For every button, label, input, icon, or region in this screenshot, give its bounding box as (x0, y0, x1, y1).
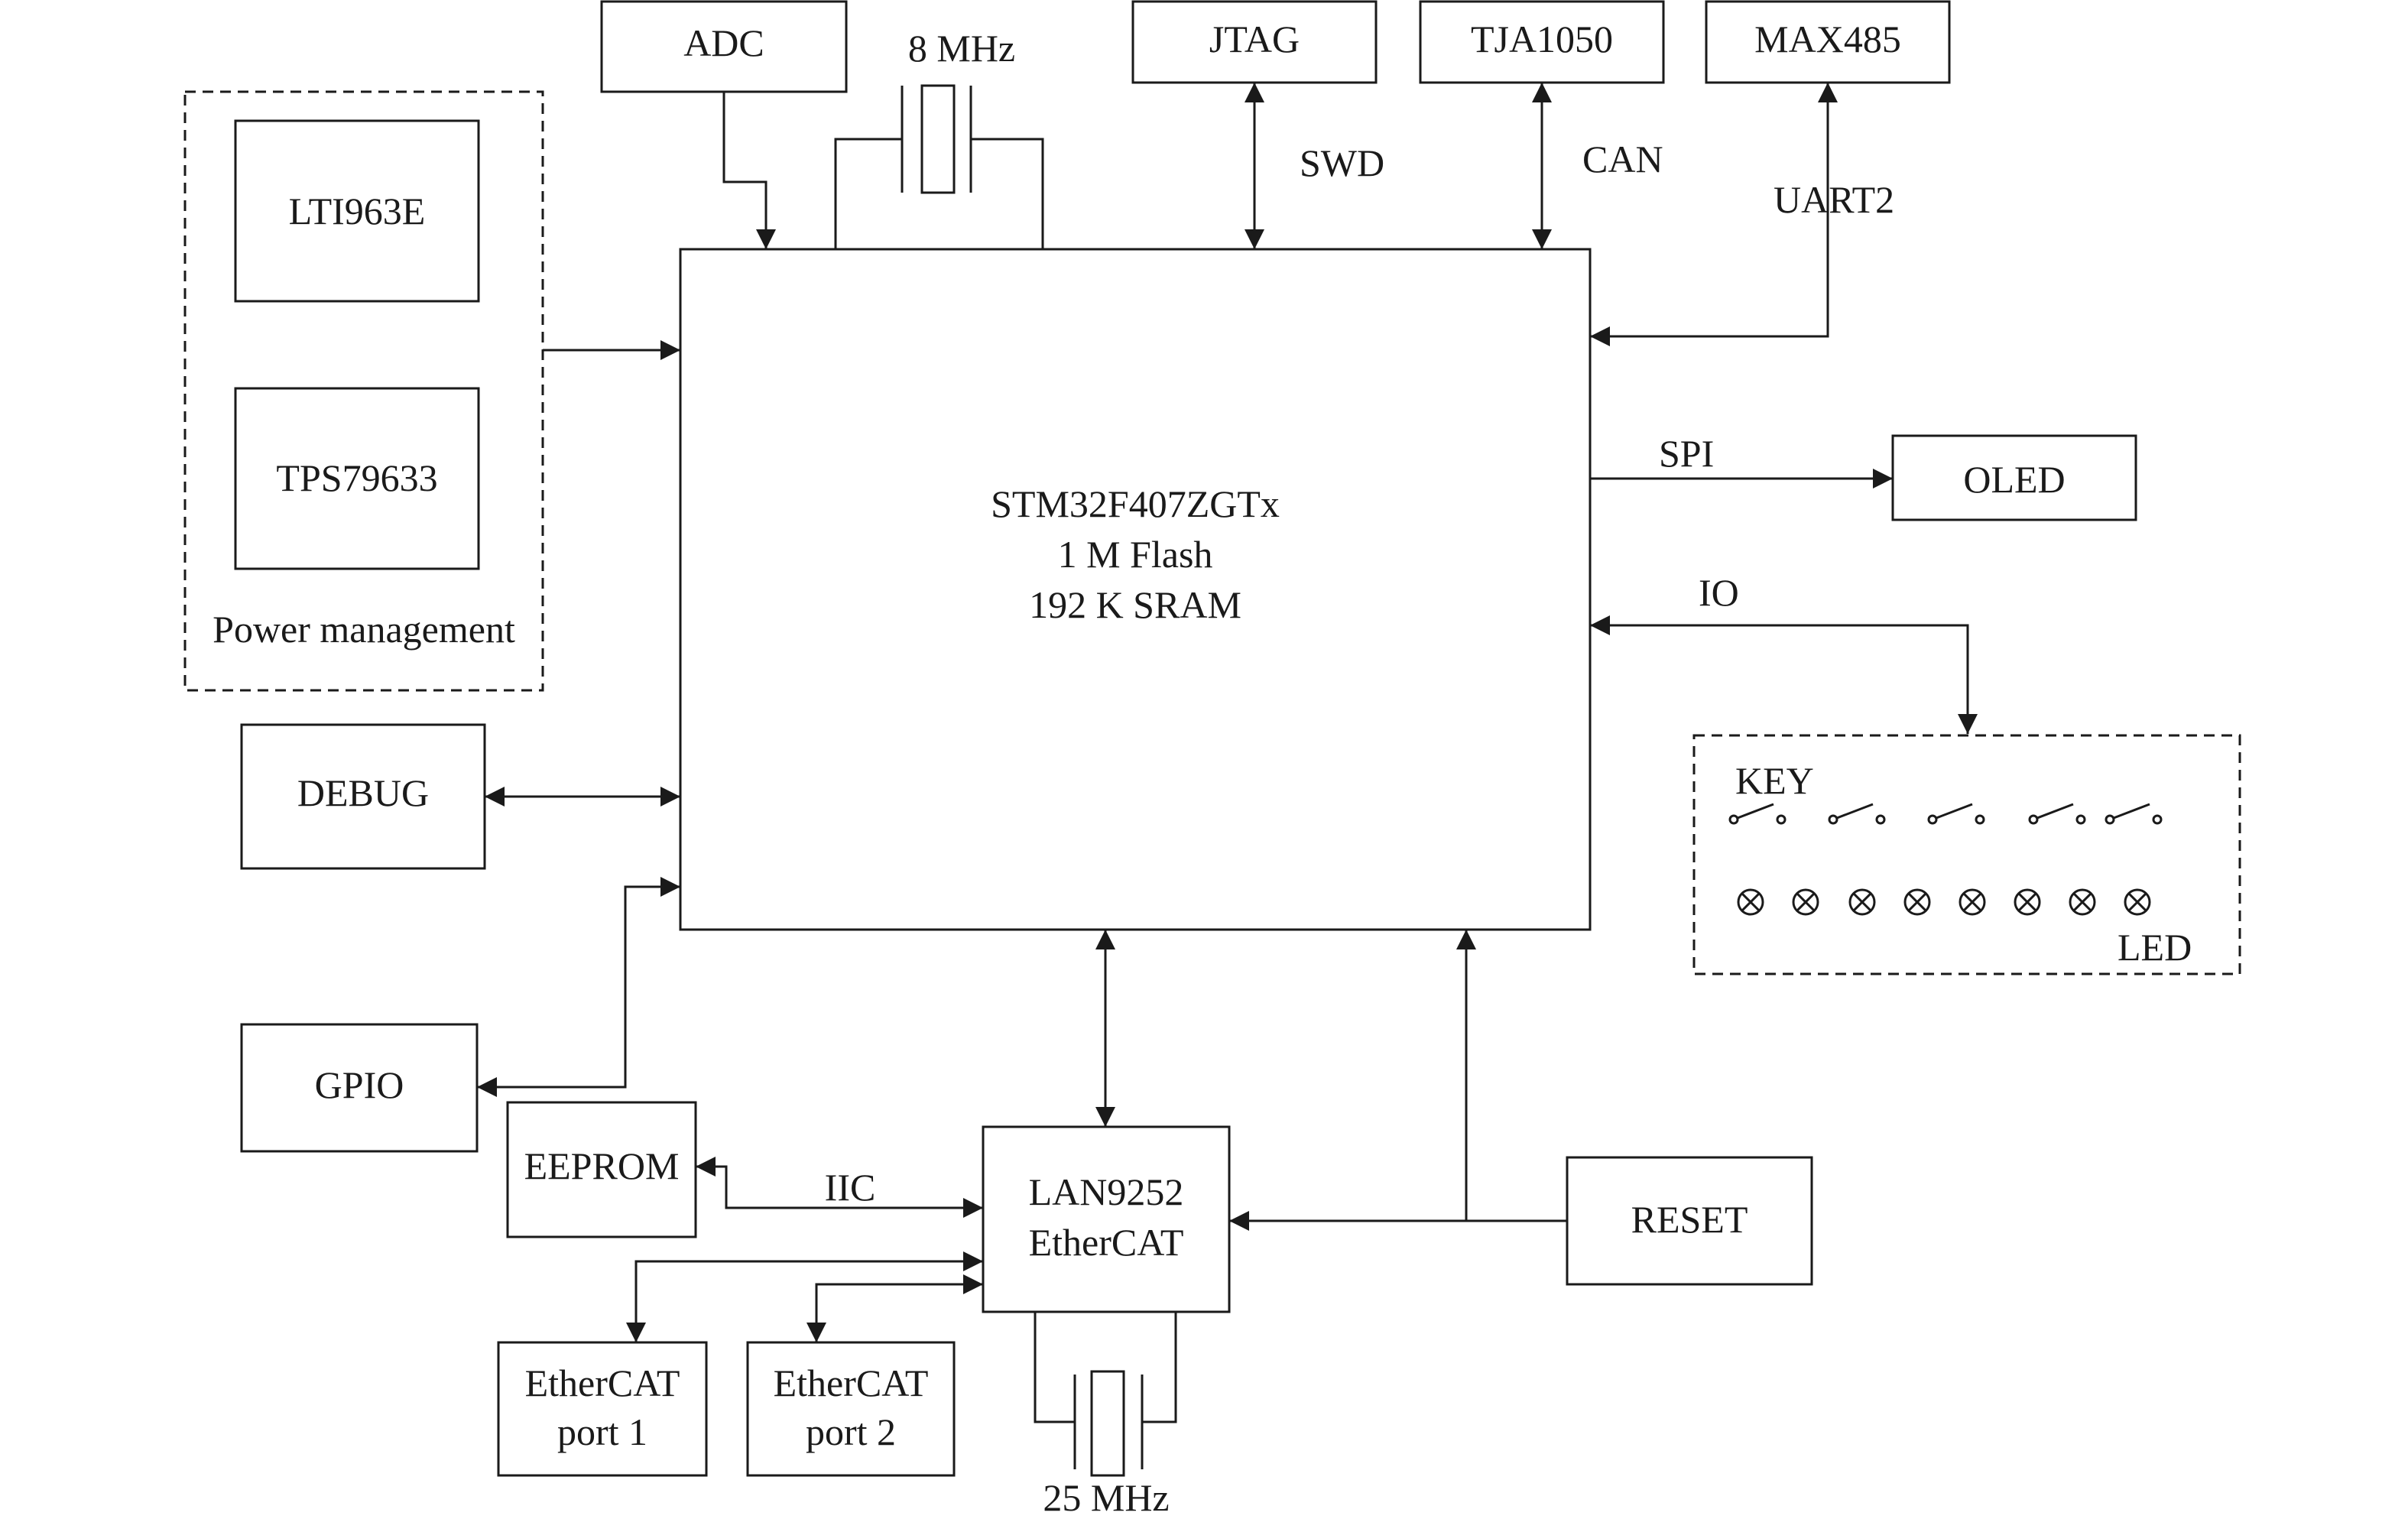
ethercat-port1-box (497, 1341, 708, 1477)
jtag-box (1131, 0, 1378, 84)
led-icon (2124, 888, 2151, 916)
reset-box (1566, 1156, 1813, 1286)
swd-bus-label: SWD (1300, 141, 1384, 184)
lan9252-name: LAN9252 (1029, 1170, 1184, 1213)
ethercat-port2-name: EtherCAT (774, 1362, 929, 1404)
oled-box (1891, 434, 2137, 521)
tps-regulator-label: TPS79633 (276, 456, 437, 499)
can-bus-label: CAN (1582, 138, 1663, 180)
eeprom-label: EEPROM (524, 1144, 680, 1187)
port2-link (806, 1274, 983, 1342)
max485-box (1705, 0, 1951, 84)
debug-label: DEBUG (297, 771, 429, 814)
gpio-box (240, 1023, 479, 1153)
iic-bus-label: IIC (825, 1166, 876, 1209)
ethercat-port2-number: port 2 (806, 1410, 896, 1453)
power-management-group (183, 90, 544, 692)
max485-label: MAX485 (1754, 18, 1901, 60)
lan9252-type: EtherCAT (1029, 1221, 1184, 1264)
led-icon (2069, 888, 2096, 916)
crystal-25mhz-label: 25 MHz (1043, 1476, 1169, 1519)
key-switch-icon (1728, 803, 1787, 825)
led-icon (2014, 888, 2041, 916)
led-icon (1959, 888, 1986, 916)
tps-regulator-box (234, 387, 480, 570)
tja1050-box (1419, 0, 1665, 84)
reset-label: RESET (1631, 1198, 1748, 1241)
tja1050-label: TJA1050 (1471, 18, 1613, 60)
led-icon (1737, 888, 1764, 916)
lan9252-box (982, 1125, 1231, 1313)
ethercat-port1-number: port 1 (557, 1410, 647, 1453)
led-indicator-row (1737, 888, 2151, 916)
eeprom-box (506, 1101, 697, 1238)
crystal-8mhz-label: 8 MHz (908, 27, 1015, 70)
key-switch-icon (1828, 803, 1886, 825)
ltc-regulator-box (234, 119, 480, 303)
key-switch-row (1728, 803, 2163, 825)
mcu-flash: 1 M Flash (1058, 533, 1213, 576)
debug-box (240, 723, 486, 870)
led-group-label: LED (2118, 926, 2192, 969)
adc-label: ADC (683, 21, 764, 64)
mcu-box (679, 248, 1592, 931)
ltc-regulator-label: LTI963E (289, 190, 426, 232)
iic-link (696, 1157, 983, 1218)
gpio-label: GPIO (315, 1063, 404, 1106)
led-icon (1903, 888, 1931, 916)
crystal-25mhz-icon (1034, 1312, 1177, 1477)
uart2-link (1590, 83, 1838, 346)
ethercat-port2-box (746, 1341, 956, 1477)
port1-link (626, 1251, 983, 1342)
gpio-link (477, 877, 680, 1097)
key-led-group (1692, 734, 2241, 975)
adc-to-mcu-arrow (722, 92, 776, 249)
led-icon (1792, 888, 1819, 916)
key-group-label: KEY (1735, 759, 1814, 802)
mcu-name: STM32F407ZGTx (991, 482, 1280, 525)
mcu-sram: 192 K SRAM (1029, 583, 1241, 626)
led-icon (1848, 888, 1876, 916)
jtag-label: JTAG (1209, 18, 1300, 60)
key-switch-icon (2028, 803, 2086, 825)
oled-label: OLED (1963, 458, 2065, 501)
io-link (1590, 615, 1978, 734)
key-switch-icon (2105, 803, 2163, 825)
crystal-8mhz-icon (834, 84, 1044, 249)
io-bus-label: IO (1699, 571, 1739, 614)
spi-bus-label: SPI (1659, 432, 1714, 475)
ethercat-port1-name: EtherCAT (525, 1362, 680, 1404)
power-management-label: Power management (213, 608, 515, 651)
uart2-bus-label: UART2 (1774, 178, 1894, 221)
key-switch-icon (1927, 803, 1985, 825)
adc-box (600, 0, 848, 93)
